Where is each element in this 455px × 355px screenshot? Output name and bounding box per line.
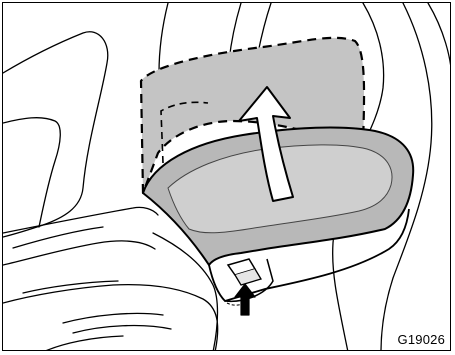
console-armrest-illustration <box>3 3 451 351</box>
push-arrow-icon <box>235 284 255 315</box>
figure-frame: G19026 <box>2 2 451 351</box>
figure-code: G19026 <box>397 333 446 347</box>
